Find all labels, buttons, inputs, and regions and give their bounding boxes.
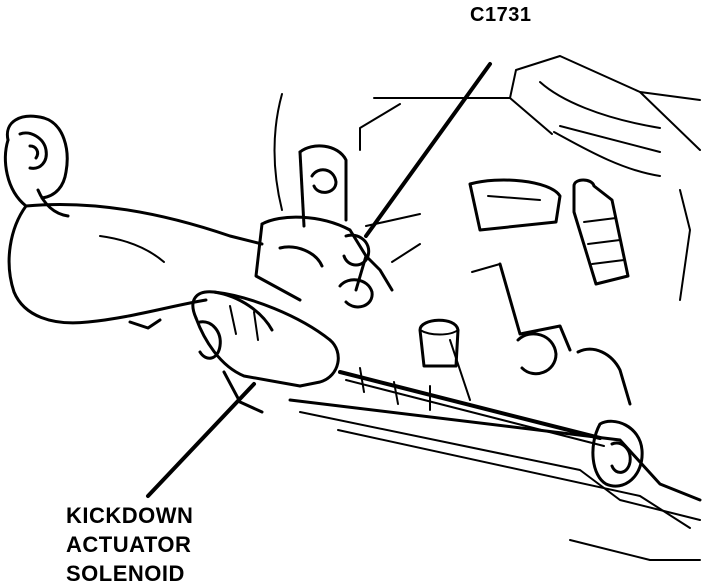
right-components — [418, 178, 644, 488]
rail-and-rod — [288, 367, 702, 561]
part-label-line-2: ACTUATOR — [66, 532, 192, 557]
connector-label: C1731 — [470, 4, 532, 26]
throttle-body — [254, 144, 421, 309]
kickdown-solenoid-label: KICKDOWN ACTUATOR SOLENOID — [66, 501, 193, 588]
part-label-line-3: SOLENOID — [66, 561, 185, 586]
connector-leader-line — [364, 62, 492, 238]
air-intake-assembly — [4, 114, 264, 330]
kickdown-solenoid-body — [191, 290, 340, 414]
solenoid-leader-line — [146, 382, 256, 498]
body-panel-lines — [273, 55, 701, 301]
part-label-line-1: KICKDOWN — [66, 503, 194, 528]
